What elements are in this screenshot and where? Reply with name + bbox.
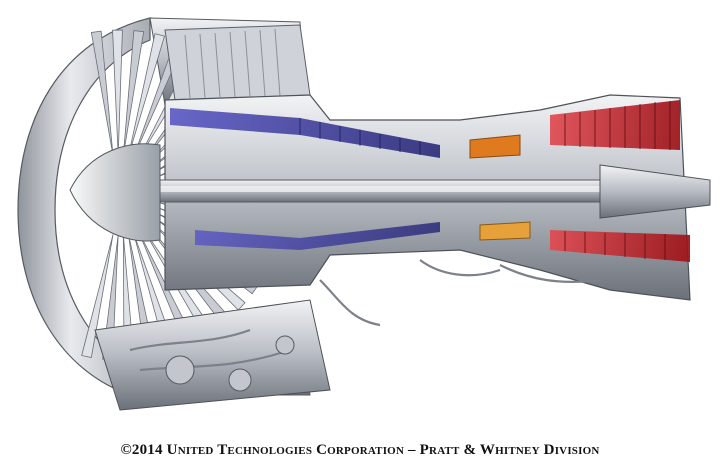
turbine-stages [550, 100, 690, 262]
fan-blade [90, 30, 114, 156]
bypass-duct [164, 24, 311, 101]
fan-blade [122, 30, 145, 156]
fan-blade [128, 33, 166, 157]
nose-spinner [69, 143, 161, 242]
engine-cutaway-illustration [17, 17, 711, 411]
combustor [469, 134, 531, 241]
exhaust-cone [599, 164, 711, 219]
copyright-caption: ©2014 United Technologies Corporation – … [120, 442, 600, 458]
compressor-stages [170, 108, 440, 250]
accessory-gearbox [94, 259, 601, 411]
fan-blade [81, 234, 114, 358]
fan-blade [112, 29, 123, 156]
